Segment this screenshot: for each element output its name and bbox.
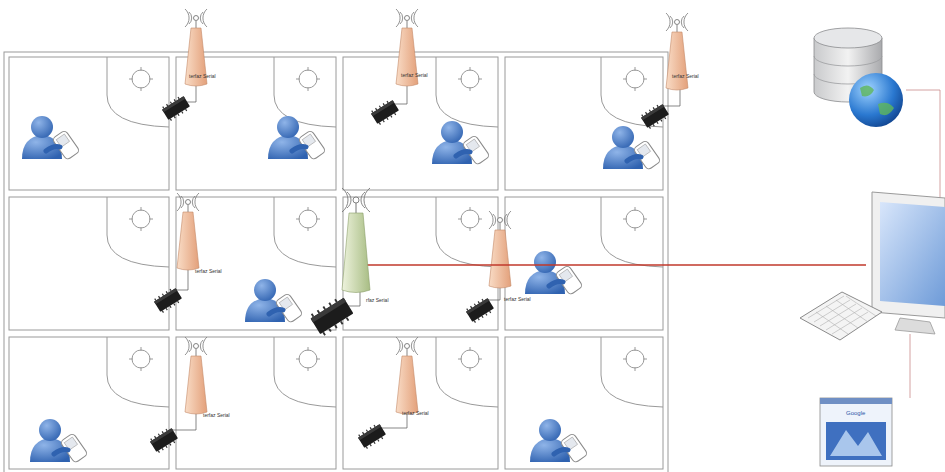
users (22, 116, 661, 463)
user-with-handheld (22, 116, 80, 160)
serial-wires (172, 86, 680, 430)
user-with-handheld (525, 251, 583, 295)
antenna (177, 193, 199, 270)
chips (149, 94, 670, 454)
serial-chip (357, 422, 387, 450)
interface-label: terfaz Serial (189, 73, 216, 79)
computer (800, 192, 945, 340)
room (9, 337, 169, 469)
monitor-stand (895, 318, 935, 334)
web-screenshot (820, 398, 892, 466)
interface-label: terfaz Serial (203, 412, 230, 418)
closet-fixture (274, 337, 336, 407)
keyboard-body (800, 292, 882, 340)
user-with-handheld (530, 419, 588, 463)
closet-fixture (107, 197, 169, 267)
interface-label: terfaz Serial (195, 268, 222, 274)
serial-chip (640, 102, 670, 130)
interface-label: terfaz Serial (401, 72, 428, 78)
closet-fixture (601, 337, 663, 407)
rooms (9, 57, 663, 469)
closet-fixture (436, 337, 498, 407)
closet-fixture (107, 57, 169, 127)
interface-label: rfaz Serial (366, 297, 389, 303)
database-top (814, 28, 882, 48)
antenna (185, 337, 207, 414)
serial-chip (161, 94, 191, 122)
web-link-line (910, 334, 911, 398)
monitor-frame (872, 192, 945, 318)
user-with-handheld (30, 419, 88, 463)
link-line (362, 264, 866, 265)
screenshot-text: Google (846, 410, 865, 416)
keyboard-keys (808, 296, 876, 334)
room (9, 57, 169, 190)
room-fixtures (107, 57, 663, 407)
interface-label: terfaz Serial (402, 410, 429, 416)
serial-wire (392, 86, 407, 104)
room (176, 197, 336, 330)
closet-fixture (274, 57, 336, 127)
closet-fixture (274, 197, 336, 267)
user-with-handheld (432, 121, 490, 165)
keyboard (800, 292, 882, 340)
screenshot-frame (820, 398, 892, 466)
room (343, 337, 498, 469)
globe-land (860, 85, 894, 115)
floor-plan (4, 52, 668, 472)
closet-fixture (107, 337, 169, 407)
room (176, 337, 336, 469)
screenshot-titlebar (820, 398, 892, 404)
serial-chip (149, 426, 179, 454)
globe (849, 73, 903, 127)
closet-fixture (601, 197, 663, 267)
screenshot-image (826, 422, 886, 460)
building-outline (4, 52, 668, 472)
antenna (489, 211, 511, 288)
serial-chip (309, 295, 356, 337)
antennas (177, 9, 688, 414)
base-antenna (342, 188, 370, 293)
closet-fixture (436, 197, 498, 267)
antenna (396, 337, 418, 414)
room (505, 197, 663, 330)
user-with-handheld (603, 126, 661, 170)
room (343, 57, 498, 190)
room (9, 197, 169, 330)
interface-label: terfaz Serial (504, 296, 531, 302)
closet-fixture (436, 57, 498, 127)
room (505, 337, 663, 469)
screenshot-image-detail (830, 430, 882, 456)
user-with-handheld (268, 116, 326, 160)
serial-chip (465, 296, 495, 324)
serial-chip (370, 98, 400, 126)
user-with-handheld (245, 279, 303, 323)
database (814, 28, 903, 127)
db-link-line (906, 90, 940, 200)
monitor-screen (880, 202, 945, 306)
room (176, 57, 336, 190)
interface-label: terfaz Serial (672, 73, 699, 79)
room (505, 57, 663, 190)
serial-chip (153, 286, 183, 314)
